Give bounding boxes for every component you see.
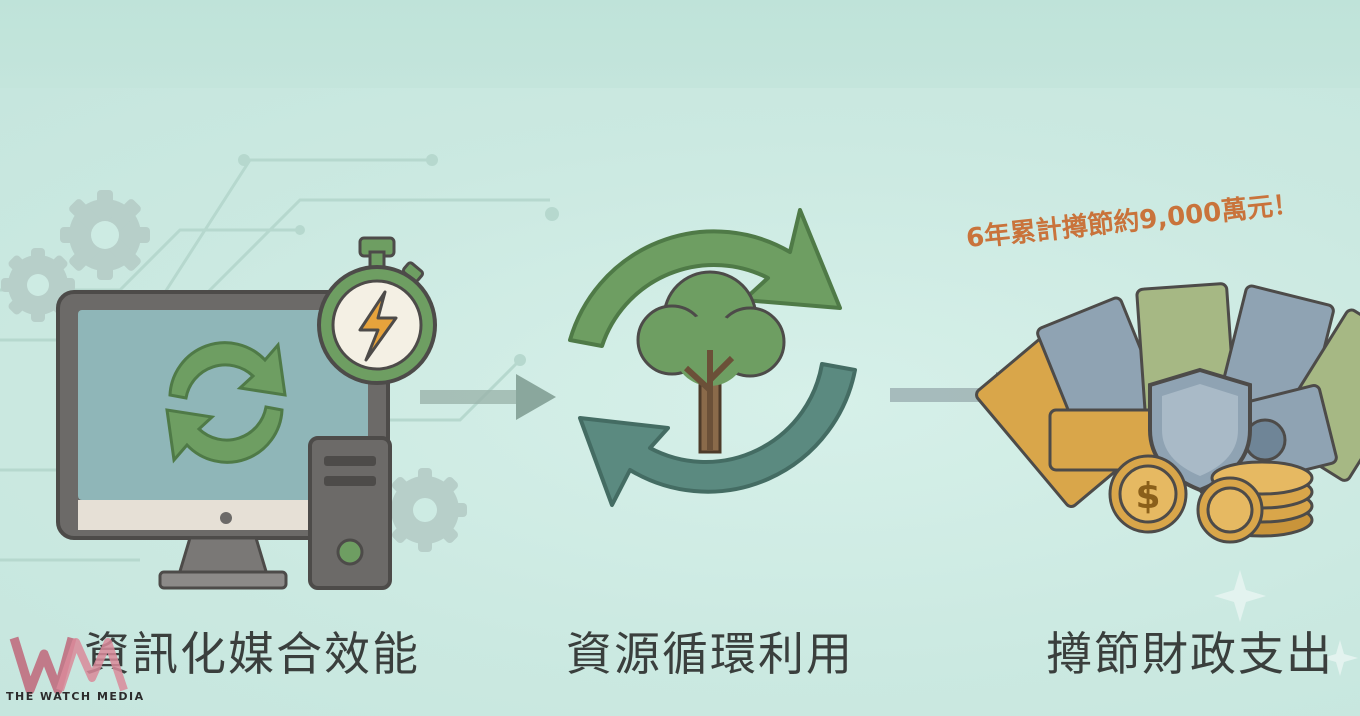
stopwatch-lightning-icon xyxy=(317,236,437,385)
recycle-arrows-icon xyxy=(165,341,287,464)
computer-icon xyxy=(56,290,392,590)
svg-text:$: $ xyxy=(1135,476,1160,517)
gear-icon xyxy=(1,248,75,322)
step-label-2: 資源循環利用 xyxy=(566,627,854,681)
shield-icon xyxy=(1148,367,1252,493)
coin-icon: $ xyxy=(1108,454,1188,534)
watermark-brand: THE WATCH MEDIA xyxy=(6,690,145,703)
coin-icon xyxy=(1196,460,1314,544)
gear-icon xyxy=(60,190,150,280)
tree-icon xyxy=(636,270,786,454)
step-label-3: 撙節財政支出 xyxy=(1046,627,1334,681)
recycle-arrows-icon xyxy=(568,208,857,507)
watermark-logo xyxy=(9,636,128,695)
gear-icon xyxy=(383,468,467,552)
step-label-1: 資訊化媒合效能 xyxy=(84,627,420,681)
sparkle-decor xyxy=(1214,570,1358,676)
arrow-right-icon xyxy=(420,374,556,420)
top-band xyxy=(0,0,1360,89)
